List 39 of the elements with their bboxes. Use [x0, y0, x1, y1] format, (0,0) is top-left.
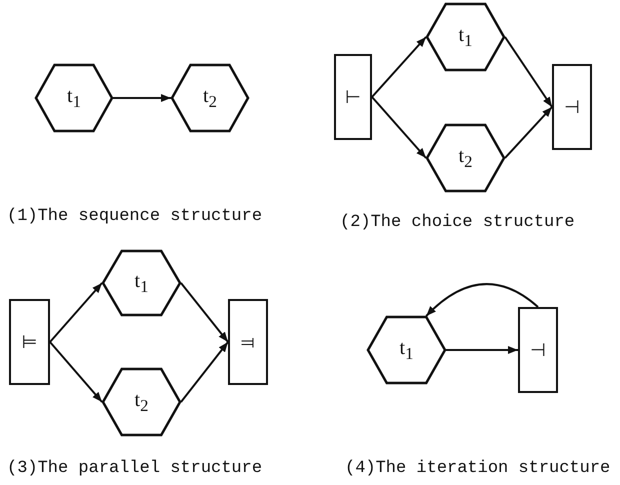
task-label: t$_{1}$ [458, 24, 472, 50]
task-label: t$_{2}$ [458, 144, 472, 172]
task-hexagon [171, 64, 249, 132]
arrow [371, 36, 427, 98]
task-hexagon [35, 64, 113, 132]
task-hexagon [426, 124, 505, 192]
arrow [446, 346, 518, 354]
caption: (3)The parallel structure [7, 459, 262, 478]
arrow [371, 96, 427, 159]
gateway-symbol: ⊨ [22, 332, 38, 352]
task-hexagon [367, 316, 446, 384]
arrow [49, 282, 103, 343]
caption: (4)The iteration structure [345, 459, 610, 478]
task-label: t$_{2}$ [203, 84, 217, 112]
arrow [426, 283, 539, 317]
task-hexagon [426, 3, 505, 71]
task-label: t$_{1}$ [67, 84, 81, 112]
gateway-rectangle [228, 299, 268, 385]
arrow [504, 36, 553, 108]
caption: (1)The sequence structure [7, 207, 262, 226]
arrow [49, 341, 103, 403]
gateway-symbol: ⊢ [345, 86, 361, 108]
gateway-rectangle [9, 299, 50, 385]
task-label: t$_{1}$ [400, 336, 414, 364]
arrow [180, 341, 229, 403]
task-hexagon [102, 250, 181, 316]
arrow [180, 282, 229, 343]
arrow [504, 106, 553, 159]
caption: (2)The choice structure [340, 213, 575, 232]
task-label: t$_{1}$ [134, 270, 148, 296]
task-hexagon [102, 368, 181, 436]
gateway-rectangle [552, 64, 592, 150]
task-label: t$_{2}$ [134, 388, 148, 416]
arrow [113, 94, 171, 102]
gateway-symbol: ⫤ [241, 332, 255, 352]
gateway-symbol: ⊣ [564, 96, 580, 118]
gateway-rectangle [518, 307, 558, 393]
gateway-rectangle [334, 54, 372, 140]
gateway-symbol: ⊣ [530, 340, 546, 360]
